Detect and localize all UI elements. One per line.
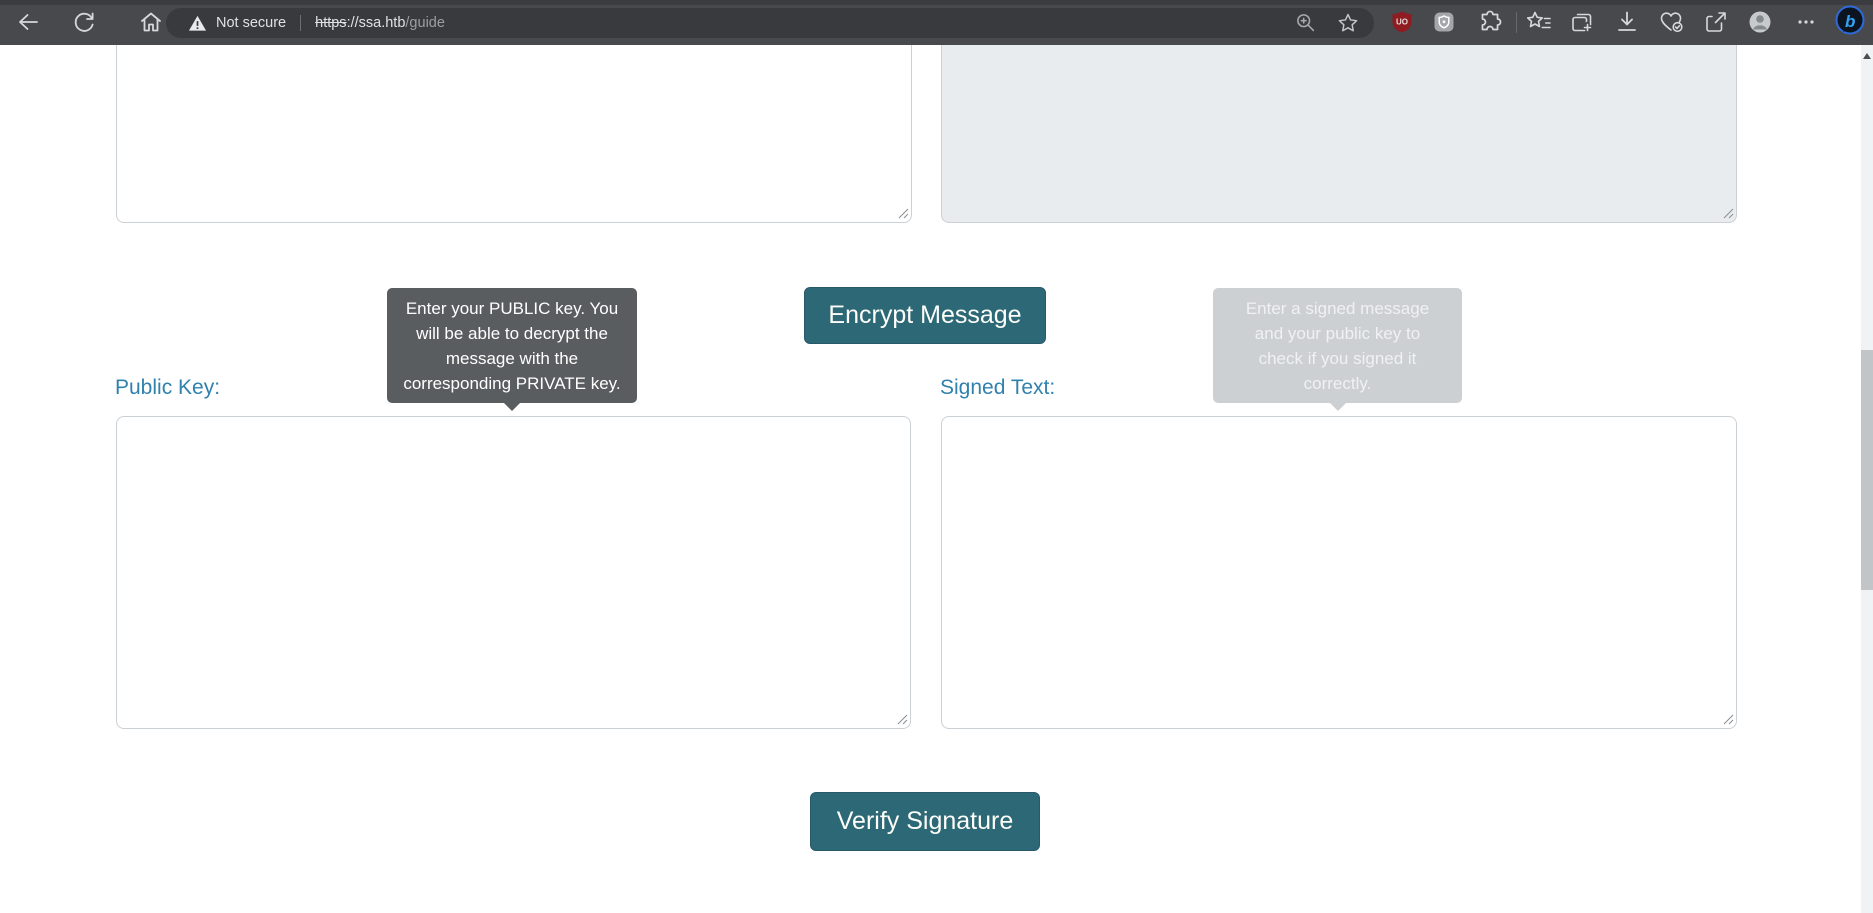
public-key-tooltip-text: Enter your PUBLIC key. You will be able …	[403, 298, 621, 393]
downloads-icon[interactable]	[1613, 8, 1641, 36]
home-icon[interactable]	[138, 9, 164, 35]
favorite-star-icon[interactable]	[1336, 11, 1360, 35]
tooltip-arrow	[504, 403, 520, 411]
collections-icon[interactable]	[1568, 8, 1596, 36]
favorites-bar-icon[interactable]	[1525, 8, 1553, 36]
svg-text:b: b	[1845, 12, 1855, 31]
message-textarea-wrap	[116, 45, 912, 223]
signed-text-label: Signed Text:	[940, 376, 1056, 399]
url-path: /guide	[405, 15, 445, 31]
scrollbar-track[interactable]	[1861, 45, 1873, 913]
public-key-textarea-wrap	[116, 416, 911, 729]
toolbar-divider	[1516, 12, 1517, 33]
public-key-tooltip: Enter your PUBLIC key. You will be able …	[387, 288, 637, 411]
tooltip-arrow	[1329, 403, 1346, 411]
security-status[interactable]: Not secure	[216, 15, 287, 31]
bing-chat-icon[interactable]: b	[1833, 4, 1867, 38]
signed-text-textarea-wrap	[941, 416, 1737, 729]
address-divider	[300, 15, 302, 31]
svg-text:UO: UO	[1396, 18, 1408, 27]
address-bar[interactable]: Not secure https://ssa.htb/guide	[166, 8, 1374, 38]
browser-essentials-icon[interactable]	[1657, 8, 1685, 36]
public-key-textarea[interactable]	[116, 416, 911, 729]
signed-text-tooltip-text: Enter a signed message and your public k…	[1245, 298, 1430, 393]
url-text[interactable]: https://ssa.htb/guide	[315, 15, 445, 31]
extensions-puzzle-icon[interactable]	[1476, 8, 1504, 36]
encrypted-output-textarea-wrap	[941, 45, 1737, 223]
message-textarea[interactable]	[116, 45, 912, 223]
zoom-icon[interactable]	[1294, 11, 1318, 35]
ublock-extension-icon[interactable]: UO	[1388, 8, 1416, 36]
profile-avatar-icon[interactable]	[1746, 8, 1774, 36]
warning-triangle-icon[interactable]	[188, 14, 207, 33]
signed-text-textarea[interactable]	[941, 416, 1737, 729]
back-icon[interactable]	[15, 9, 41, 35]
url-host: ://ssa.htb	[346, 15, 406, 31]
tabstrip-edge	[0, 0, 1873, 5]
more-menu-icon[interactable]	[1792, 8, 1820, 36]
scrollbar-thumb[interactable]	[1861, 350, 1873, 590]
reload-icon[interactable]	[71, 9, 97, 35]
encrypted-output-textarea[interactable]	[941, 45, 1737, 223]
password-manager-extension-icon[interactable]	[1430, 8, 1458, 36]
share-icon[interactable]	[1702, 8, 1730, 36]
public-key-label: Public Key:	[115, 376, 221, 399]
url-scheme: https	[315, 15, 347, 31]
signed-text-tooltip: Enter a signed message and your public k…	[1213, 288, 1462, 411]
scrollbar-up-arrow-icon[interactable]	[1863, 53, 1871, 59]
verify-signature-button[interactable]: Verify Signature	[810, 792, 1040, 851]
encrypt-message-button[interactable]: Encrypt Message	[804, 287, 1046, 344]
browser-toolbar: Not secure https://ssa.htb/guide UO	[0, 0, 1873, 45]
